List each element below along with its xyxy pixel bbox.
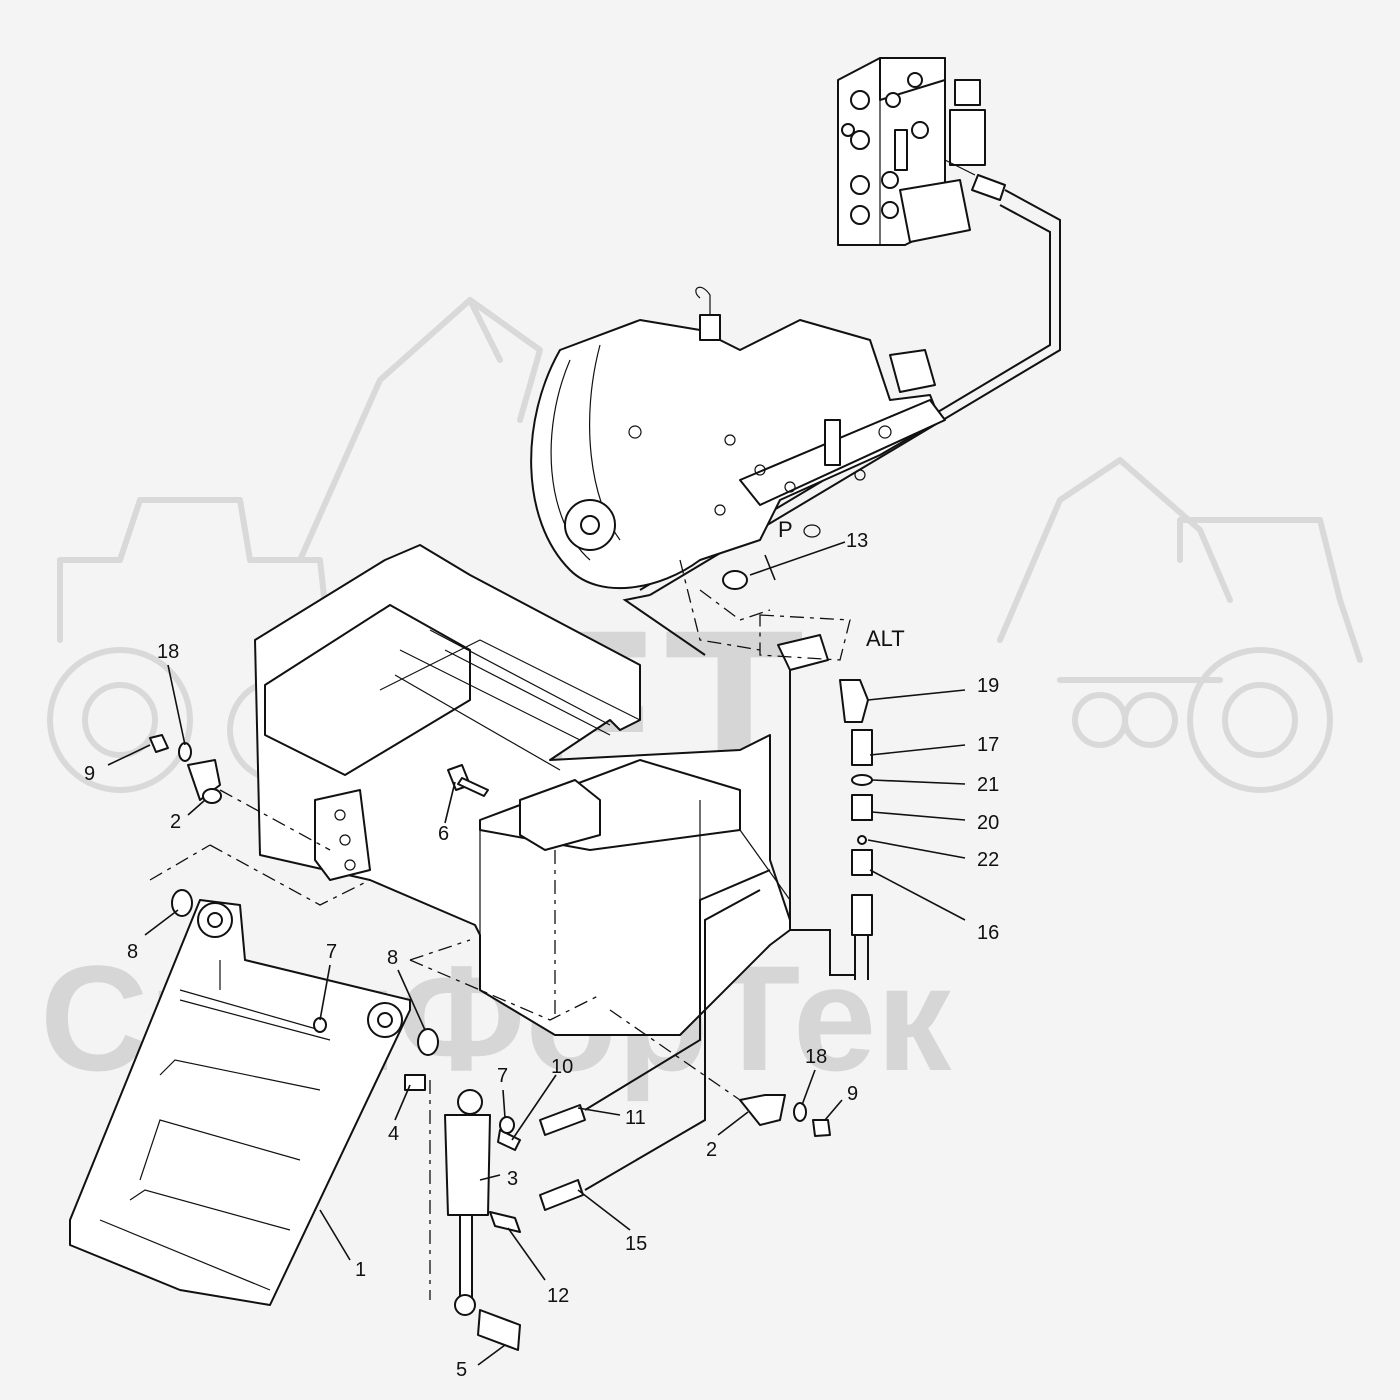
port-label-p: P	[778, 517, 793, 542]
callout-16: 16	[977, 922, 999, 944]
washer-18-left	[178, 742, 192, 762]
callout-15: 15	[625, 1233, 647, 1255]
callout-6: 6	[438, 823, 449, 845]
leader-lines	[107, 541, 966, 1366]
washer-8-left	[171, 889, 193, 917]
pin-2-left	[187, 759, 222, 804]
port-p-marker-icon	[803, 524, 821, 538]
bolt-9-right	[812, 1119, 831, 1137]
watermark-excavator-right	[997, 457, 1363, 793]
callout-9-right: 9	[847, 1083, 858, 1105]
assembly-lines	[149, 789, 741, 1300]
washer-8-right	[417, 1028, 439, 1056]
callout-4: 4	[388, 1123, 399, 1145]
callout-7-right: 7	[497, 1065, 508, 1087]
fitting-stack	[722, 554, 873, 980]
callout-21: 21	[977, 774, 999, 796]
washer-18-right	[793, 1102, 807, 1122]
callout-7-left: 7	[326, 941, 337, 963]
callout-9-left: 9	[84, 763, 95, 785]
callout-8-left: 8	[127, 941, 138, 963]
hose-fitting-15	[539, 1179, 584, 1211]
hydraulic-cylinder-3	[444, 1089, 521, 1351]
grease-fitting-7-left	[313, 1017, 327, 1033]
callout-22: 22	[977, 849, 999, 871]
return-hoses	[584, 869, 771, 1191]
callout-12: 12	[547, 1285, 569, 1307]
callout-17: 17	[977, 734, 999, 756]
callout-8-right: 8	[387, 947, 398, 969]
control-valve-block	[837, 57, 986, 246]
callouts: 13 19 17 21 20 22 16 18 9 2 6 8 7 8 4 1 …	[84, 530, 999, 1381]
callout-5: 5	[456, 1359, 467, 1381]
callout-1: 1	[355, 1259, 366, 1281]
port-label-alt: ALT	[866, 626, 905, 651]
callout-10: 10	[551, 1056, 573, 1078]
bolt-9-left	[149, 734, 169, 753]
callout-18-right: 18	[805, 1046, 827, 1068]
step-ladder	[69, 899, 411, 1306]
grease-fitting-7-right	[499, 1116, 515, 1134]
hose-fitting-11	[539, 1104, 586, 1136]
elbow-fitting-12	[489, 1211, 521, 1233]
callout-2-left: 2	[170, 811, 181, 833]
callout-13: 13	[846, 530, 868, 552]
callout-3: 3	[507, 1168, 518, 1190]
callout-20: 20	[977, 812, 999, 834]
callout-18-left: 18	[157, 641, 179, 663]
callout-19: 19	[977, 675, 999, 697]
bolt-6	[447, 764, 489, 797]
pin-2-right	[739, 1094, 786, 1126]
callout-11: 11	[625, 1107, 646, 1129]
transmission-housing	[530, 286, 946, 651]
callout-2-right: 2	[706, 1139, 717, 1161]
